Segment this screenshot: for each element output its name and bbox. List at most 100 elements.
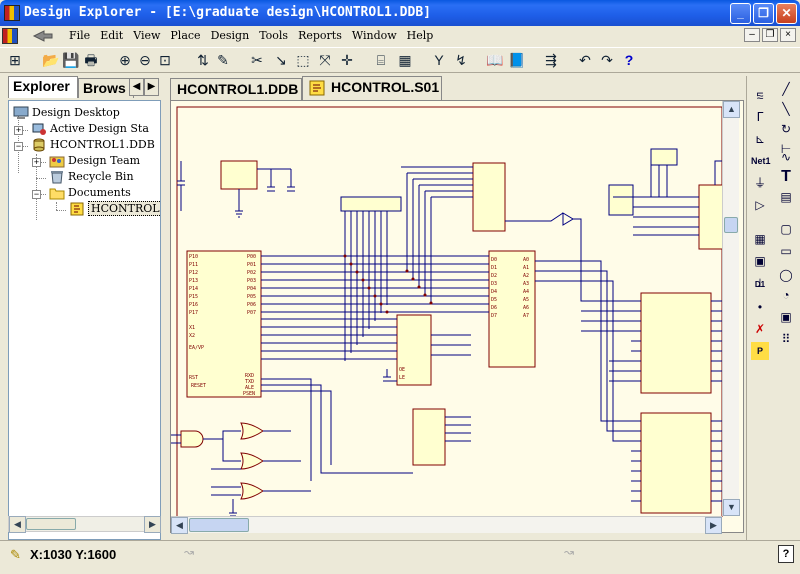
wire-icon[interactable]: ≈ — [756, 90, 764, 104]
pcb-layout-icon[interactable]: P — [751, 342, 769, 360]
wire-probe-icon[interactable]: ↯ — [455, 52, 467, 68]
explorer-toggle-icon[interactable]: ⊞ — [9, 52, 21, 68]
select-area-icon[interactable]: ⬚ — [296, 52, 310, 68]
expand-icon[interactable]: + — [32, 157, 41, 167]
arc-icon[interactable]: ↻ — [780, 122, 792, 136]
book-icon[interactable]: 📖 — [486, 52, 504, 68]
regulator-chip[interactable] — [220, 160, 258, 190]
scroll-right-icon[interactable]: ▶ — [144, 516, 161, 533]
tabs-right-arrow-icon[interactable]: ▶ — [144, 78, 159, 96]
paste-icon[interactable]: ↘ — [275, 52, 287, 68]
minimize-button[interactable]: _ — [730, 3, 751, 24]
canvas-hscrollbar[interactable]: ◀ ▶ — [171, 516, 722, 534]
peripheral-chip-2[interactable] — [640, 412, 712, 514]
collapse-icon[interactable]: − — [32, 189, 41, 199]
sheet-symbol-icon[interactable]: ▦ — [754, 232, 766, 246]
or-gate[interactable] — [240, 482, 264, 500]
text-tool-icon[interactable]: T — [781, 168, 791, 185]
array-icon[interactable]: ⠿ — [781, 332, 791, 346]
tree-item-design-team[interactable]: Design Team — [49, 153, 140, 169]
tree-item-recycle-bin[interactable]: Recycle Bin — [49, 169, 134, 185]
bus-entry-icon[interactable]: ╲ — [782, 102, 790, 116]
designator-icon[interactable]: D1 — [754, 280, 766, 289]
tree-item-active-design[interactable]: Active Design Sta — [31, 121, 149, 137]
library-icon[interactable]: ⌸ — [376, 52, 386, 68]
zoom-fit-icon[interactable]: ⊡ — [159, 52, 171, 68]
title-bar[interactable]: Design Explorer - [E:\graduate design\HC… — [0, 0, 800, 26]
open-folder-icon[interactable]: 📂 — [42, 52, 60, 68]
undo-icon[interactable]: ↶ — [579, 52, 591, 68]
tab-explorer[interactable]: Explorer — [8, 76, 78, 98]
jumper-block[interactable] — [650, 148, 678, 166]
junction-icon[interactable]: ⊢ — [780, 142, 792, 156]
menu-window[interactable]: Window — [351, 29, 397, 42]
doc-minimize-button[interactable]: – — [744, 28, 760, 42]
menu-view[interactable]: View — [133, 29, 161, 42]
help-button[interactable]: ? — [778, 545, 794, 563]
junction-dot-icon[interactable]: • — [757, 300, 763, 314]
bezier-icon[interactable]: ∿ — [780, 150, 792, 164]
vscroll-thumb[interactable] — [724, 217, 738, 233]
close-button[interactable]: ✕ — [776, 3, 797, 24]
expand-icon[interactable]: + — [14, 125, 23, 135]
zoom-in-icon[interactable]: ⊕ — [119, 52, 131, 68]
tab-ddb[interactable]: HCONTROL1.DDB — [170, 78, 302, 100]
menu-help[interactable]: Help — [406, 29, 434, 42]
or-gate[interactable] — [240, 422, 264, 440]
menu-design[interactable]: Design — [210, 29, 250, 42]
net-label-icon[interactable]: Net1 — [751, 156, 771, 166]
scroll-up-icon[interactable]: ▲ — [723, 101, 740, 118]
zoom-out-icon[interactable]: ⊖ — [139, 52, 151, 68]
move-icon[interactable]: ✛ — [341, 52, 353, 68]
mcu-chip[interactable] — [186, 250, 262, 398]
no-erc-icon[interactable]: ✗ — [754, 322, 766, 336]
tree-item-documents[interactable]: Documents — [49, 185, 131, 201]
buffer-chip[interactable] — [472, 162, 506, 232]
open-book-icon[interactable]: 📘 — [508, 52, 526, 68]
collapse-icon[interactable]: − — [14, 141, 23, 151]
probe-icon[interactable]: Y — [434, 52, 444, 68]
ground-icon[interactable]: ⏚ — [753, 176, 766, 190]
power-port-icon[interactable]: ⊥ — [754, 276, 766, 290]
redo-icon[interactable]: ↷ — [601, 52, 613, 68]
part-icon[interactable]: ⊾ — [754, 132, 766, 146]
document-icon[interactable] — [2, 28, 18, 44]
tree-item-database[interactable]: HCONTROL1.DDB — [31, 137, 155, 153]
app-icon[interactable] — [4, 5, 20, 21]
graphic-icon[interactable]: ▣ — [780, 310, 792, 324]
tab-schematic[interactable]: HCONTROL.S01 — [302, 76, 442, 100]
pie-icon[interactable]: ◔ — [782, 288, 790, 302]
cut-icon[interactable]: ✂ — [251, 52, 263, 68]
scroll-left-icon[interactable]: ◀ — [9, 516, 26, 533]
cross-probe-icon[interactable]: ✎ — [217, 52, 229, 68]
scroll-down-icon[interactable]: ▼ — [723, 499, 740, 516]
save-icon[interactable]: 💾 — [62, 52, 80, 68]
scroll-left-icon[interactable]: ◀ — [171, 517, 188, 534]
ellipse-icon[interactable]: ◯ — [779, 268, 793, 282]
hierarchy-icon[interactable]: ⇅ — [197, 52, 209, 68]
scroll-right-icon[interactable]: ▶ — [705, 517, 722, 534]
tree-hscrollbar[interactable]: ◀ ▶ — [8, 516, 161, 533]
tree-item-design-desktop[interactable]: Design Desktop — [13, 105, 120, 121]
sheet-entry-icon[interactable]: ▣ — [754, 254, 766, 268]
line-tool-icon[interactable]: ╱ — [782, 82, 790, 96]
wire-tool-icon[interactable]: ⌐ — [756, 86, 764, 100]
latch-chip[interactable] — [396, 314, 432, 386]
canvas-vscrollbar[interactable]: ▲ ▼ — [722, 101, 740, 516]
menu-file[interactable]: File — [69, 29, 91, 42]
menu-edit[interactable]: Edit — [100, 29, 124, 42]
browse-library-icon[interactable]: ▦ — [398, 52, 412, 68]
menu-tools[interactable]: Tools — [259, 29, 289, 42]
netlist-icon[interactable]: ⇶ — [545, 52, 557, 68]
peripheral-chip-1[interactable] — [640, 292, 712, 394]
tabs-left-arrow-icon[interactable]: ◀ — [129, 78, 144, 96]
or-gate[interactable] — [240, 452, 264, 470]
and-gate[interactable] — [180, 430, 204, 448]
doc-close-button[interactable]: × — [780, 28, 796, 42]
doc-restore-button[interactable]: ❐ — [762, 28, 778, 42]
schematic-canvas[interactable]: P10 P11 P12 P13 P14 P15 P16 P17 P00 P01 … — [170, 100, 744, 533]
rounded-rect-icon[interactable]: ▭ — [780, 244, 792, 258]
bus-icon[interactable]: ᒥ — [756, 110, 764, 124]
rectangle-icon[interactable]: ▢ — [780, 222, 792, 236]
menu-reports[interactable]: Reports — [298, 29, 342, 42]
